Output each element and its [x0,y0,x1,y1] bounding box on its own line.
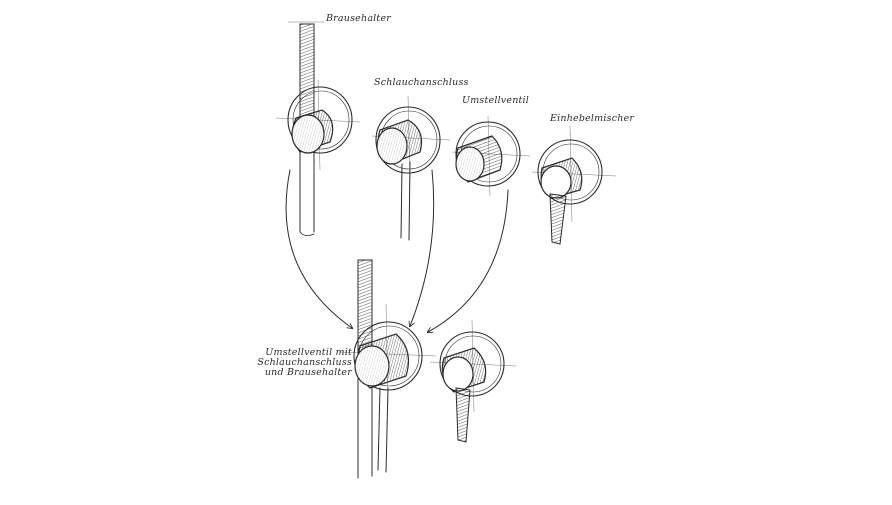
combined-mixer-sketch [429,319,517,443]
label-schlauchanschluss: Schlauchanschluss [374,77,469,88]
einhebelmischer-sketch [531,125,617,245]
label-einhebelmischer: Einhebelmischer [550,113,635,124]
label-combined: Umstellventil mit Schlauchanschluss und … [256,348,352,378]
combined-assembly-sketch [339,259,437,479]
label-umstellventil: Umstellventil [462,95,530,106]
label-combined-line3: und Brausehalter [264,367,352,378]
brausehalter-sketch [275,21,361,236]
schlauchanschluss-sketch [371,95,451,241]
label-combined-line1: Umstellventil mit [265,347,352,358]
label-brausehalter: Brausehalter [326,13,392,24]
arrows [285,169,509,332]
umstellventil-sketch [451,115,531,197]
label-combined-line2: Schlauchanschluss [257,357,352,368]
